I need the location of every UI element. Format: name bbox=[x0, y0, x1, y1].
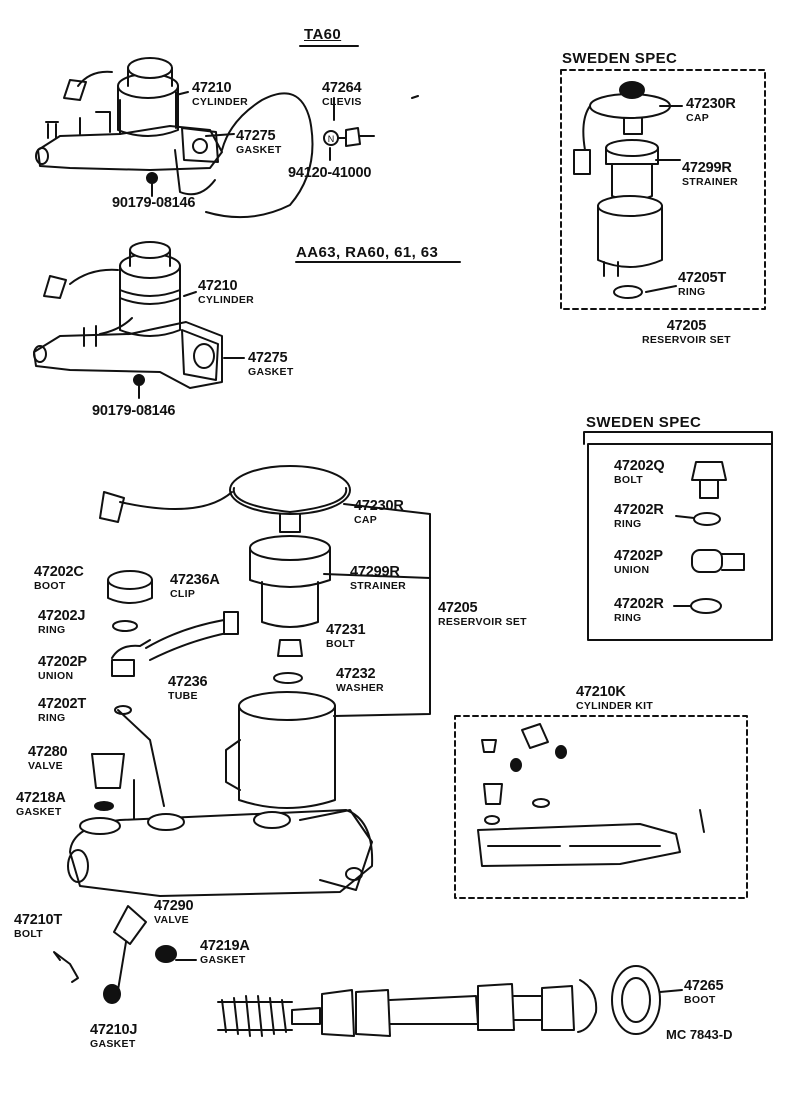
sweden-ring1-label: 47202R RING bbox=[614, 502, 664, 530]
main-gasket-a-label: 47218A GASKET bbox=[16, 790, 66, 818]
aa63-nut-label: 90179-08146 bbox=[92, 403, 176, 419]
main-cylinder-kit-label: 47210K CYLINDER KIT bbox=[576, 684, 654, 712]
main-cap-label: 47230R CAP bbox=[354, 498, 404, 526]
sweden-union-label: 47202P UNION bbox=[614, 548, 663, 576]
sweden-spec-top-box bbox=[560, 69, 766, 310]
sweden-spec-mid-box bbox=[587, 443, 773, 641]
sweden-ring-label: 47205T RING bbox=[678, 270, 726, 298]
main-bolt-label: 47231 BOLT bbox=[326, 622, 366, 650]
main-gasket-j-label: 47210J GASKET bbox=[90, 1022, 138, 1050]
main-reservoir-drawing bbox=[99, 465, 431, 809]
main-boot-label: 47202C BOOT bbox=[34, 564, 84, 592]
main-bolt-t-label: 47210T BOLT bbox=[14, 912, 62, 940]
left-small-parts-drawing bbox=[91, 570, 239, 841]
main-valve-label: 47280 VALVE bbox=[28, 744, 68, 772]
main-boot-265-label: 47265 BOOT bbox=[684, 978, 724, 1006]
ta60-clevis-label: 47264 CLEVIS bbox=[322, 80, 362, 108]
aa63-gasket-label: 47275 GASKET bbox=[248, 350, 294, 378]
sweden-reservoir-set-label: 47205 RESERVOIR SET bbox=[642, 318, 731, 346]
sweden-ring2-label: 47202R RING bbox=[614, 596, 664, 624]
main-washer-label: 47232 WASHER bbox=[336, 666, 384, 694]
sweden-spec-mid-bracket bbox=[583, 431, 773, 445]
ta60-nut-label: 90179-08146 bbox=[112, 195, 196, 211]
ta60-master-cylinder-drawing bbox=[35, 57, 375, 219]
aa63-master-cylinder-drawing bbox=[33, 241, 245, 399]
main-master-cylinder-drawing bbox=[53, 809, 374, 1004]
main-clip-label: 47236A CLIP bbox=[170, 572, 220, 600]
main-valve2-label: 47290 VALVE bbox=[154, 898, 194, 926]
svg-text:N: N bbox=[328, 134, 335, 144]
sweden-reservoir-drawing bbox=[573, 81, 683, 299]
main-strainer-label: 47299R STRAINER bbox=[350, 564, 407, 592]
header-sweden-mid: SWEDEN SPEC bbox=[586, 414, 702, 431]
ta60-pin-label: 94120-41000 bbox=[288, 165, 372, 181]
sweden-bolt-label: 47202Q BOLT bbox=[614, 458, 665, 486]
ta60-cylinder-label: 47210 CYLINDER bbox=[192, 80, 249, 108]
sweden-strainer-label: 47299R STRAINER bbox=[682, 160, 739, 188]
piston-assembly-drawing bbox=[217, 965, 683, 1037]
main-tube-label: 47236 TUBE bbox=[168, 674, 208, 702]
diagram-code: MC 7843-D bbox=[666, 1027, 733, 1042]
main-reservoir-set-label: 47205 RESERVOIR SET bbox=[438, 600, 527, 628]
cylinder-kit-drawing bbox=[477, 723, 705, 867]
main-gasket-219-label: 47219A GASKET bbox=[200, 938, 250, 966]
sweden-cap-label: 47230R CAP bbox=[686, 96, 736, 124]
header-sweden-top: SWEDEN SPEC bbox=[562, 50, 678, 67]
main-ring-t-label: 47202T RING bbox=[38, 696, 86, 724]
aa63-cylinder-label: 47210 CYLINDER bbox=[198, 278, 255, 306]
main-union-label: 47202P UNION bbox=[38, 654, 87, 682]
ta60-gasket-label: 47275 GASKET bbox=[236, 128, 282, 156]
header-ta60: TA60 bbox=[304, 26, 342, 43]
sweden-union-parts-drawing bbox=[673, 461, 745, 614]
main-ring-j-label: 47202J RING bbox=[38, 608, 86, 636]
header-aa63: AA63, RA60, 61, 63 bbox=[296, 244, 439, 261]
cylinder-kit-box bbox=[454, 715, 748, 899]
